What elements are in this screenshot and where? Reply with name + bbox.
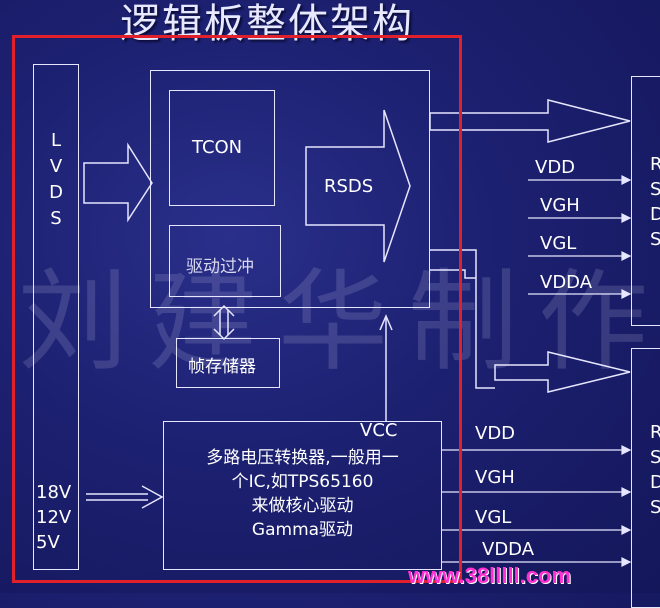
converter-line: Gamma驱动 xyxy=(251,520,354,540)
tcon-label: TCON xyxy=(192,137,243,158)
overdrive-box xyxy=(169,225,281,297)
lower-output-vdd: VDD xyxy=(475,423,516,444)
input-voltage-12v: 12V xyxy=(36,507,72,528)
rsds-arrow xyxy=(305,109,411,263)
bus-line xyxy=(430,249,495,389)
converter-description: 多路电压转换器,一般用一 个IC,如TPS65160 来做核心驱动 Gamma驱… xyxy=(163,446,442,542)
lvds-label: L V D S xyxy=(44,128,68,232)
input-voltage-18v: 18V xyxy=(36,482,72,503)
lower-output-vgl: VGL xyxy=(475,507,512,528)
lower-output-vdda: VDDA xyxy=(482,539,535,560)
rsds-letter: R xyxy=(650,154,660,175)
lvds-to-tcon-arrow xyxy=(83,142,153,223)
upper-output-vgl: VGL xyxy=(540,233,577,254)
lvds-letter: L xyxy=(50,130,62,151)
site-watermark: www.38lllll.com xyxy=(408,563,572,588)
lvds-letter: V xyxy=(49,156,63,177)
lvds-letter: D xyxy=(49,182,63,203)
upper-output-vgh: VGH xyxy=(540,195,580,216)
converter-line: 多路电压转换器,一般用一 xyxy=(206,448,399,468)
lvds-letter: S xyxy=(50,208,62,229)
frame-memory-label: 帧存储器 xyxy=(188,357,256,377)
diagram-lines xyxy=(83,99,632,567)
converter-line: 来做核心驱动 xyxy=(251,496,354,516)
converter-line: 个IC,如TPS65160 xyxy=(231,472,374,492)
upper-output-vdda: VDDA xyxy=(540,272,593,293)
overdrive-label: 驱动过冲 xyxy=(186,257,254,277)
logic-block xyxy=(150,70,430,308)
rsds-letter: D xyxy=(650,472,660,493)
input-voltage-list: 18V 12V 5V xyxy=(36,480,71,555)
rsds-letter: D xyxy=(650,204,660,225)
upper-rsds-letters: R S D S xyxy=(650,152,660,252)
lower-output-arrow xyxy=(494,351,631,393)
rsds-letter: R xyxy=(650,422,660,443)
tcon-box xyxy=(169,90,275,206)
upper-output-vdd: VDD xyxy=(535,157,576,178)
rsds-letter: S xyxy=(650,447,660,468)
rsds-letter: S xyxy=(650,179,660,200)
upper-rsds-driver-box xyxy=(631,76,660,326)
input-voltage-5v: 5V xyxy=(36,532,60,553)
voltage-converter-box xyxy=(163,421,442,570)
rsds-letter: S xyxy=(650,497,660,518)
rsds-letter: S xyxy=(650,229,660,250)
lower-rsds-letters: R S D S xyxy=(650,420,660,520)
frame-memory-box xyxy=(176,338,280,388)
highlight-frame xyxy=(12,35,462,583)
lvds-connector-box xyxy=(33,64,79,570)
upper-output-arrow xyxy=(429,99,631,143)
lower-output-vgh: VGH xyxy=(475,467,515,488)
page-title: 逻辑板整体架构 xyxy=(120,1,414,47)
vcc-label: VCC xyxy=(360,420,398,441)
rsds-label: RSDS xyxy=(324,176,374,197)
